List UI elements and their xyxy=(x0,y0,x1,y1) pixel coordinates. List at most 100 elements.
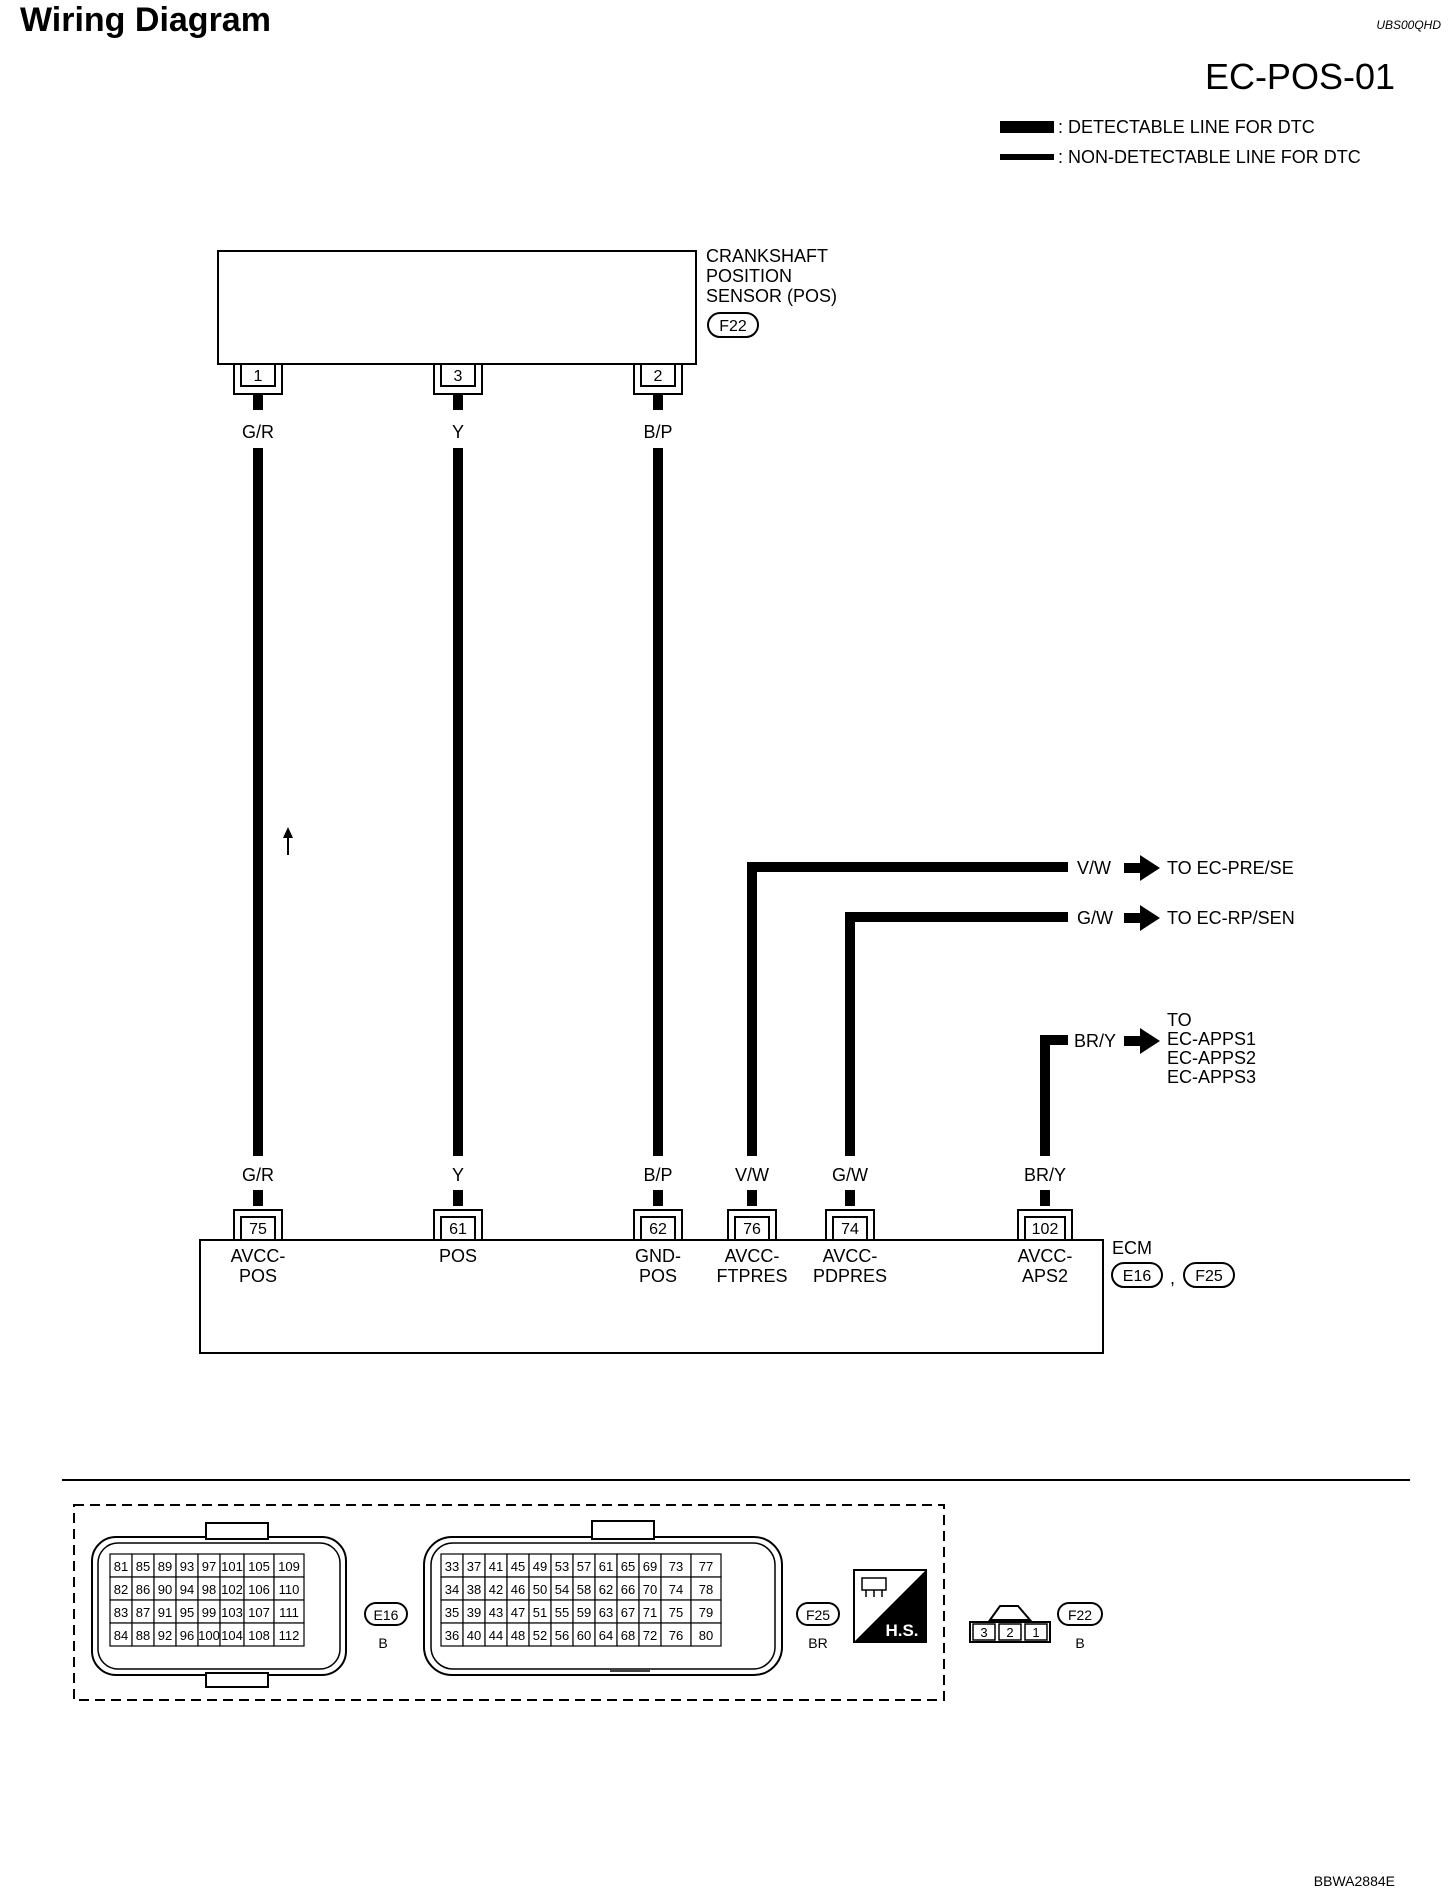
ecm-pin-61: 61 xyxy=(433,1209,483,1241)
e16-cavity-label: 112 xyxy=(279,1628,300,1643)
connector-f22-id: F22 xyxy=(1068,1607,1092,1623)
e16-cavity-label: 93 xyxy=(180,1559,194,1574)
f25-cavity-label: 55 xyxy=(555,1605,569,1620)
e16-cavity: 95 xyxy=(175,1599,199,1624)
wire-color-gr-bottom: G/R xyxy=(242,1165,274,1185)
legend-non-detectable-swatch xyxy=(1000,154,1054,160)
ecm-pin-label: 102 xyxy=(1032,1221,1059,1238)
sensor-name-line1: CRANKSHAFT xyxy=(706,246,828,266)
legend-non-detectable-label: : NON-DETECTABLE LINE FOR DTC xyxy=(1058,147,1361,167)
harness-side-label: H.S. xyxy=(885,1621,918,1640)
e16-cavity: 88 xyxy=(131,1622,155,1647)
f22-cavity-label: 3 xyxy=(980,1625,987,1640)
f25-cavity-label: 72 xyxy=(643,1628,657,1643)
f25-cavity-label: 50 xyxy=(533,1582,547,1597)
e16-cavity-label: 97 xyxy=(202,1559,216,1574)
f25-cavity-label: 52 xyxy=(533,1628,547,1643)
wire-color-vw-bottom: V/W xyxy=(735,1165,769,1185)
ecm-terminal-avcc-pos-l2: POS xyxy=(239,1266,277,1286)
f25-cavity-label: 54 xyxy=(555,1582,569,1597)
wire-color-y-top: Y xyxy=(452,422,464,442)
connector-views-frame xyxy=(73,1504,945,1701)
e16-cavity: 82 xyxy=(109,1576,133,1601)
e16-cavity-label: 83 xyxy=(114,1605,128,1620)
e16-cavity-label: 88 xyxy=(136,1628,150,1643)
connector-e16-badge xyxy=(364,1602,408,1626)
f25-cavity-label: 57 xyxy=(577,1559,591,1574)
sensor-name-line2: POSITION xyxy=(706,266,792,286)
f25-cavity-label: 56 xyxy=(555,1628,569,1643)
branch-gw-wire: G/W xyxy=(1077,908,1113,928)
e16-cavity-label: 111 xyxy=(279,1605,299,1620)
e16-cavity: 111 xyxy=(273,1599,305,1624)
f25-cavity-label: 42 xyxy=(489,1582,503,1597)
f25-cavity: 61 xyxy=(594,1553,618,1578)
branch-vw-wire: V/W xyxy=(1077,858,1111,878)
e16-cavity-label: 92 xyxy=(158,1628,172,1643)
sensor-pin-2: 2 xyxy=(633,363,683,395)
e16-cavity-label: 98 xyxy=(202,1582,216,1597)
legend-detectable-swatch xyxy=(1000,121,1054,133)
e16-cavity: 91 xyxy=(153,1599,177,1624)
e16-cavity: 102 xyxy=(219,1576,245,1601)
f25-cavity: 74 xyxy=(660,1576,692,1601)
e16-cavity: 104 xyxy=(219,1622,245,1647)
e16-cavity-label: 104 xyxy=(221,1628,243,1643)
wire-gw xyxy=(845,912,1068,1156)
f25-cavity-label: 39 xyxy=(467,1605,481,1620)
e16-cavity: 83 xyxy=(109,1599,133,1624)
e16-cavity: 86 xyxy=(131,1576,155,1601)
e16-cavity: 96 xyxy=(175,1622,199,1647)
f22-cavity: 2 xyxy=(998,1623,1022,1641)
f25-cavity-label: 73 xyxy=(669,1559,683,1574)
f25-cavity: 60 xyxy=(572,1622,596,1647)
f25-cavity-label: 61 xyxy=(599,1559,613,1574)
e16-cavity-label: 105 xyxy=(248,1559,270,1574)
f25-cavity-label: 62 xyxy=(599,1582,613,1597)
f25-cavity: 54 xyxy=(550,1576,574,1601)
arrow-right-icon xyxy=(1124,905,1160,931)
f25-cavity: 63 xyxy=(594,1599,618,1624)
branch-bry-dest-line2: EC-APPS1 xyxy=(1167,1029,1256,1049)
wire-vw xyxy=(747,862,1068,1156)
e16-cavity: 101 xyxy=(219,1553,245,1578)
connector-e16-color: B xyxy=(378,1635,387,1651)
f25-cavity-label: 63 xyxy=(599,1605,613,1620)
e16-cavity: 89 xyxy=(153,1553,177,1578)
e16-cavity: 81 xyxy=(109,1553,133,1578)
f25-cavity-label: 46 xyxy=(511,1582,525,1597)
f25-cavity-label: 75 xyxy=(669,1605,683,1620)
f22-cavity-label: 1 xyxy=(1032,1625,1039,1640)
f25-cavity: 80 xyxy=(690,1622,722,1647)
f25-cavity: 55 xyxy=(550,1599,574,1624)
ecm-pin-74: 74 xyxy=(825,1209,875,1241)
f25-cavity-label: 44 xyxy=(489,1628,503,1643)
f25-cavity: 64 xyxy=(594,1622,618,1647)
ecm-connector-badge-e16 xyxy=(1111,1262,1163,1288)
f25-cavity-label: 36 xyxy=(445,1628,459,1643)
ecm-terminal-avcc-pos-l1: AVCC- xyxy=(231,1246,286,1266)
f25-cavity-label: 35 xyxy=(445,1605,459,1620)
connector-f25-color: BR xyxy=(808,1635,827,1651)
f25-cavity: 75 xyxy=(660,1599,692,1624)
crankshaft-position-sensor-box xyxy=(217,250,697,365)
e16-cavity-label: 99 xyxy=(202,1605,216,1620)
ecm-connector-e16: E16 xyxy=(1123,1268,1152,1285)
branch-vw-destination: TO EC-PRE/SE xyxy=(1167,858,1294,878)
f25-cavity: 45 xyxy=(506,1553,530,1578)
e16-cavity-label: 108 xyxy=(248,1628,270,1643)
e16-cavity-label: 102 xyxy=(221,1582,243,1597)
wire-color-bp-top: B/P xyxy=(643,422,672,442)
connector-f22-color: B xyxy=(1075,1635,1084,1651)
ecm-terminal-avcc-ftpres-l1: AVCC- xyxy=(725,1246,780,1266)
ecm-connector-separator: , xyxy=(1170,1268,1175,1288)
e16-cavity-label: 84 xyxy=(114,1628,128,1643)
ecm-box xyxy=(199,1239,1104,1354)
e16-cavity-label: 103 xyxy=(221,1605,243,1620)
legend-detectable-label: : DETECTABLE LINE FOR DTC xyxy=(1058,117,1315,137)
f25-cavity: 37 xyxy=(462,1553,486,1578)
ecm-pin-label: 75 xyxy=(249,1221,267,1238)
